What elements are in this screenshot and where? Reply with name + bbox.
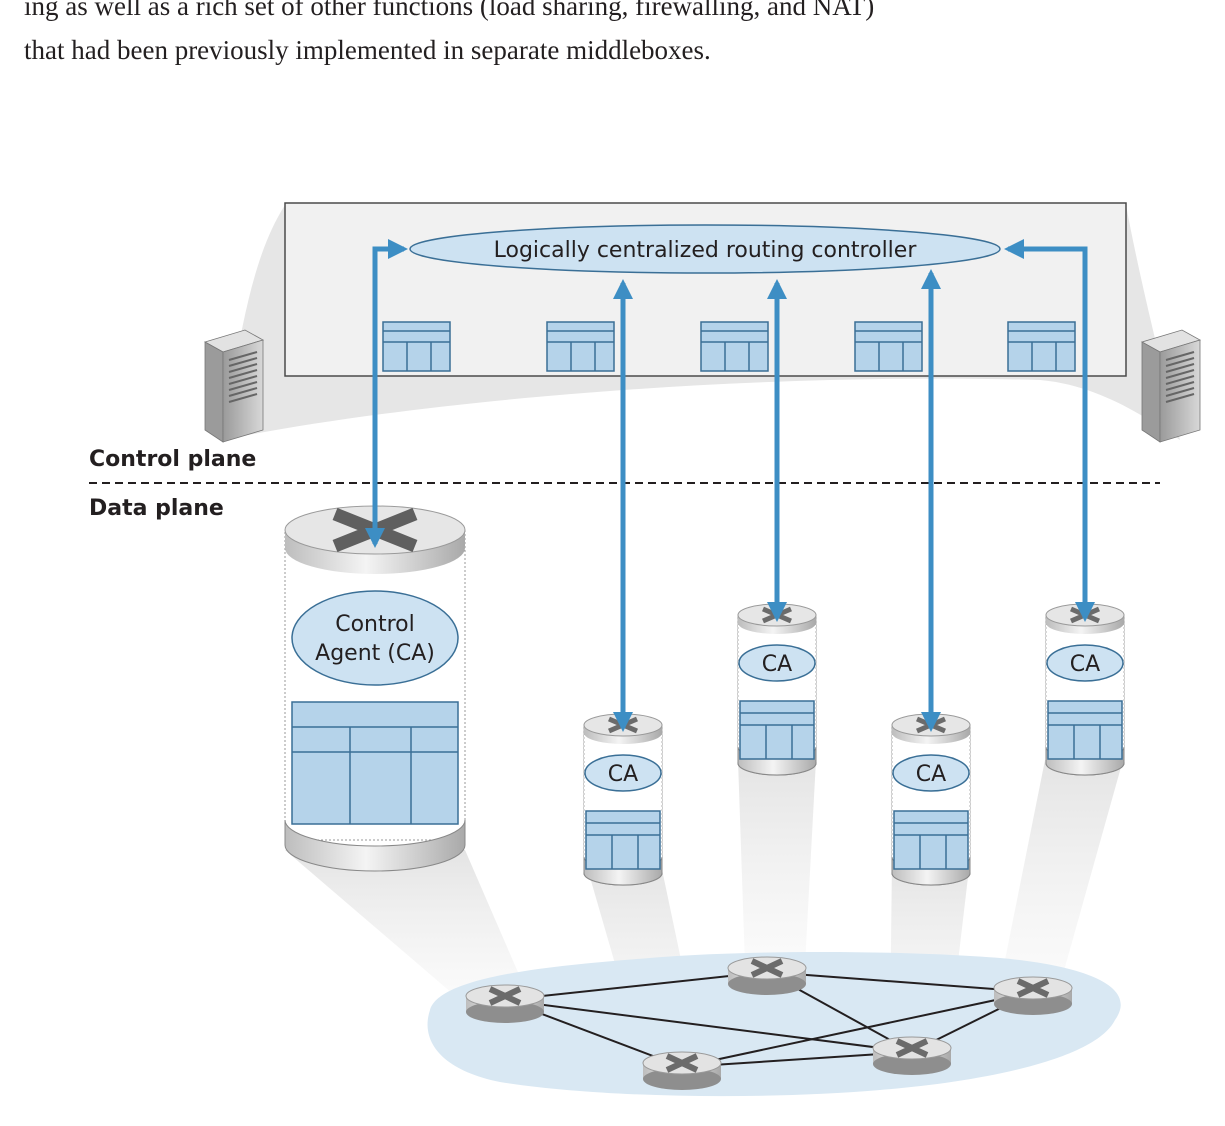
large-flow-table [291, 701, 459, 825]
arrow-switch-4 [1004, 239, 1095, 622]
body-text: ing as well as a rich set of other funct… [24, 0, 1204, 72]
control-agent [1046, 644, 1124, 682]
switch-1: CA [584, 714, 662, 885]
ca-label: CA [762, 652, 792, 677]
server-left-icon [204, 329, 264, 443]
control-plane-label: Control plane [89, 447, 256, 472]
server-right-icon [1141, 329, 1201, 443]
beam [1000, 760, 1123, 985]
controller-table-icon [700, 321, 769, 372]
large-control-agent [291, 590, 459, 686]
large-agent-line2: Agent (CA) [315, 641, 435, 666]
arrow-large-switch [365, 239, 408, 548]
control-agent [584, 754, 662, 792]
controller-table-icon [1007, 321, 1076, 372]
network-router-icon [643, 1052, 721, 1090]
network-router-icon [994, 977, 1072, 1015]
network-router-icon [873, 1037, 951, 1075]
ca-label: CA [916, 762, 946, 787]
beam [738, 760, 816, 965]
large-agent-line1: Control [335, 612, 415, 637]
ca-label: CA [608, 762, 638, 787]
large-switch: Control Agent (CA) [284, 505, 466, 872]
network-router-icon [728, 957, 806, 995]
switch-2: CA [738, 604, 816, 775]
switch-3: CA [892, 714, 970, 885]
control-arrows [365, 239, 1095, 732]
network-router-icon [466, 985, 544, 1023]
controller-table-icon [546, 321, 615, 372]
beam [285, 850, 530, 1000]
controller-ellipse [409, 224, 1001, 274]
body-text-line-1: ing as well as a rich set of other funct… [24, 0, 875, 21]
data-plane-label: Data plane [89, 496, 224, 521]
ca-label: CA [1070, 652, 1100, 677]
controller-label: Logically centralized routing controller [494, 238, 918, 263]
controller-table-icon [382, 321, 451, 372]
switch-4: CA [1046, 604, 1124, 775]
body-text-line-2: that had been previously implemented in … [24, 35, 711, 65]
control-agent [738, 644, 816, 682]
controller-table-icon [854, 321, 923, 372]
control-agent [892, 754, 970, 792]
